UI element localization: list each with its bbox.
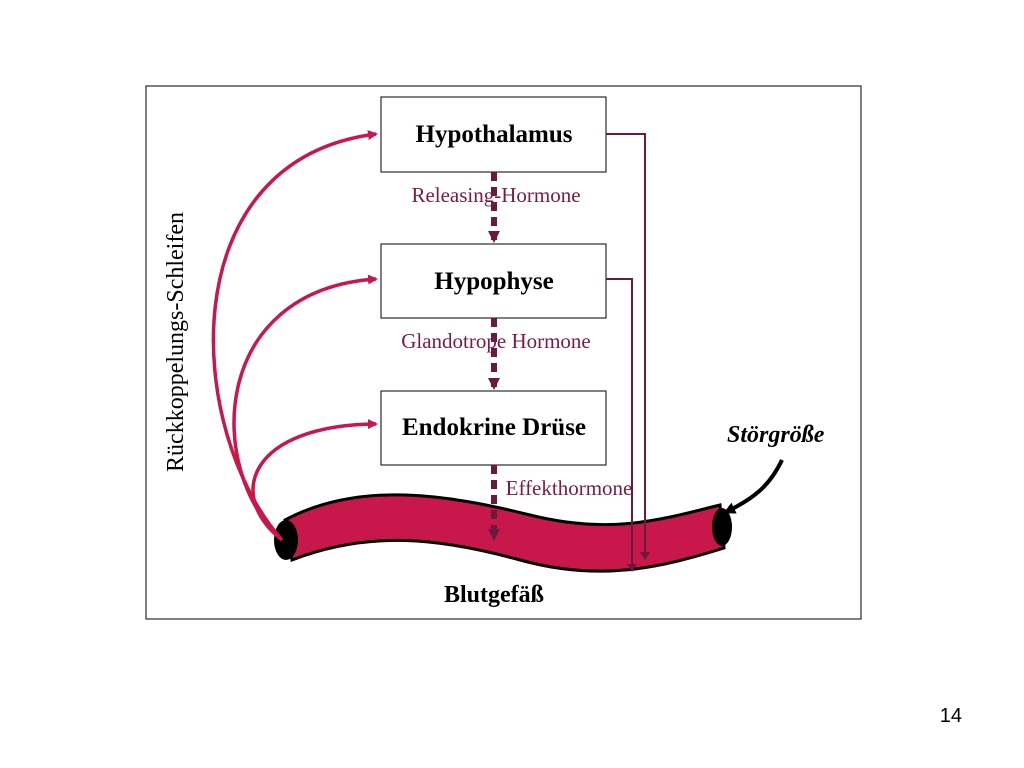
hypophyse-label: Hypophyse [434, 268, 553, 295]
feedback-arrow-endokrine-druese [251, 419, 378, 542]
vessel-right-opening [712, 508, 732, 546]
feedback-arrow-hypothalamus [211, 130, 378, 542]
hypothalamus-bypass-line [606, 133, 650, 560]
endokrine-druese-label: Endokrine Drüse [402, 414, 586, 441]
hypothalamus-box [380, 96, 607, 173]
hypophyse-box [380, 243, 607, 319]
hypophyse-bypass-line [606, 278, 637, 572]
endokrine-druese-box [380, 390, 607, 466]
glandotrope-hormone-label: Glandotrope Hormone [401, 329, 591, 353]
disturbance-label: Störgröße [727, 422, 825, 448]
disturbance-arrow [723, 459, 784, 514]
blood-vessel [274, 493, 732, 573]
effekthormone-label: Effekthormone [506, 476, 633, 500]
diagram-frame [145, 85, 862, 620]
blood-vessel-label: Blutgefäß [444, 582, 544, 608]
feedback-loops-label: Rückkoppelungs-Schleifen [163, 212, 189, 472]
releasing-hormone-label: Releasing-Hormone [411, 183, 580, 207]
page-number: 14 [939, 705, 962, 727]
vessel-left-opening [274, 520, 298, 560]
hypothalamus-label: Hypothalamus [416, 121, 573, 148]
